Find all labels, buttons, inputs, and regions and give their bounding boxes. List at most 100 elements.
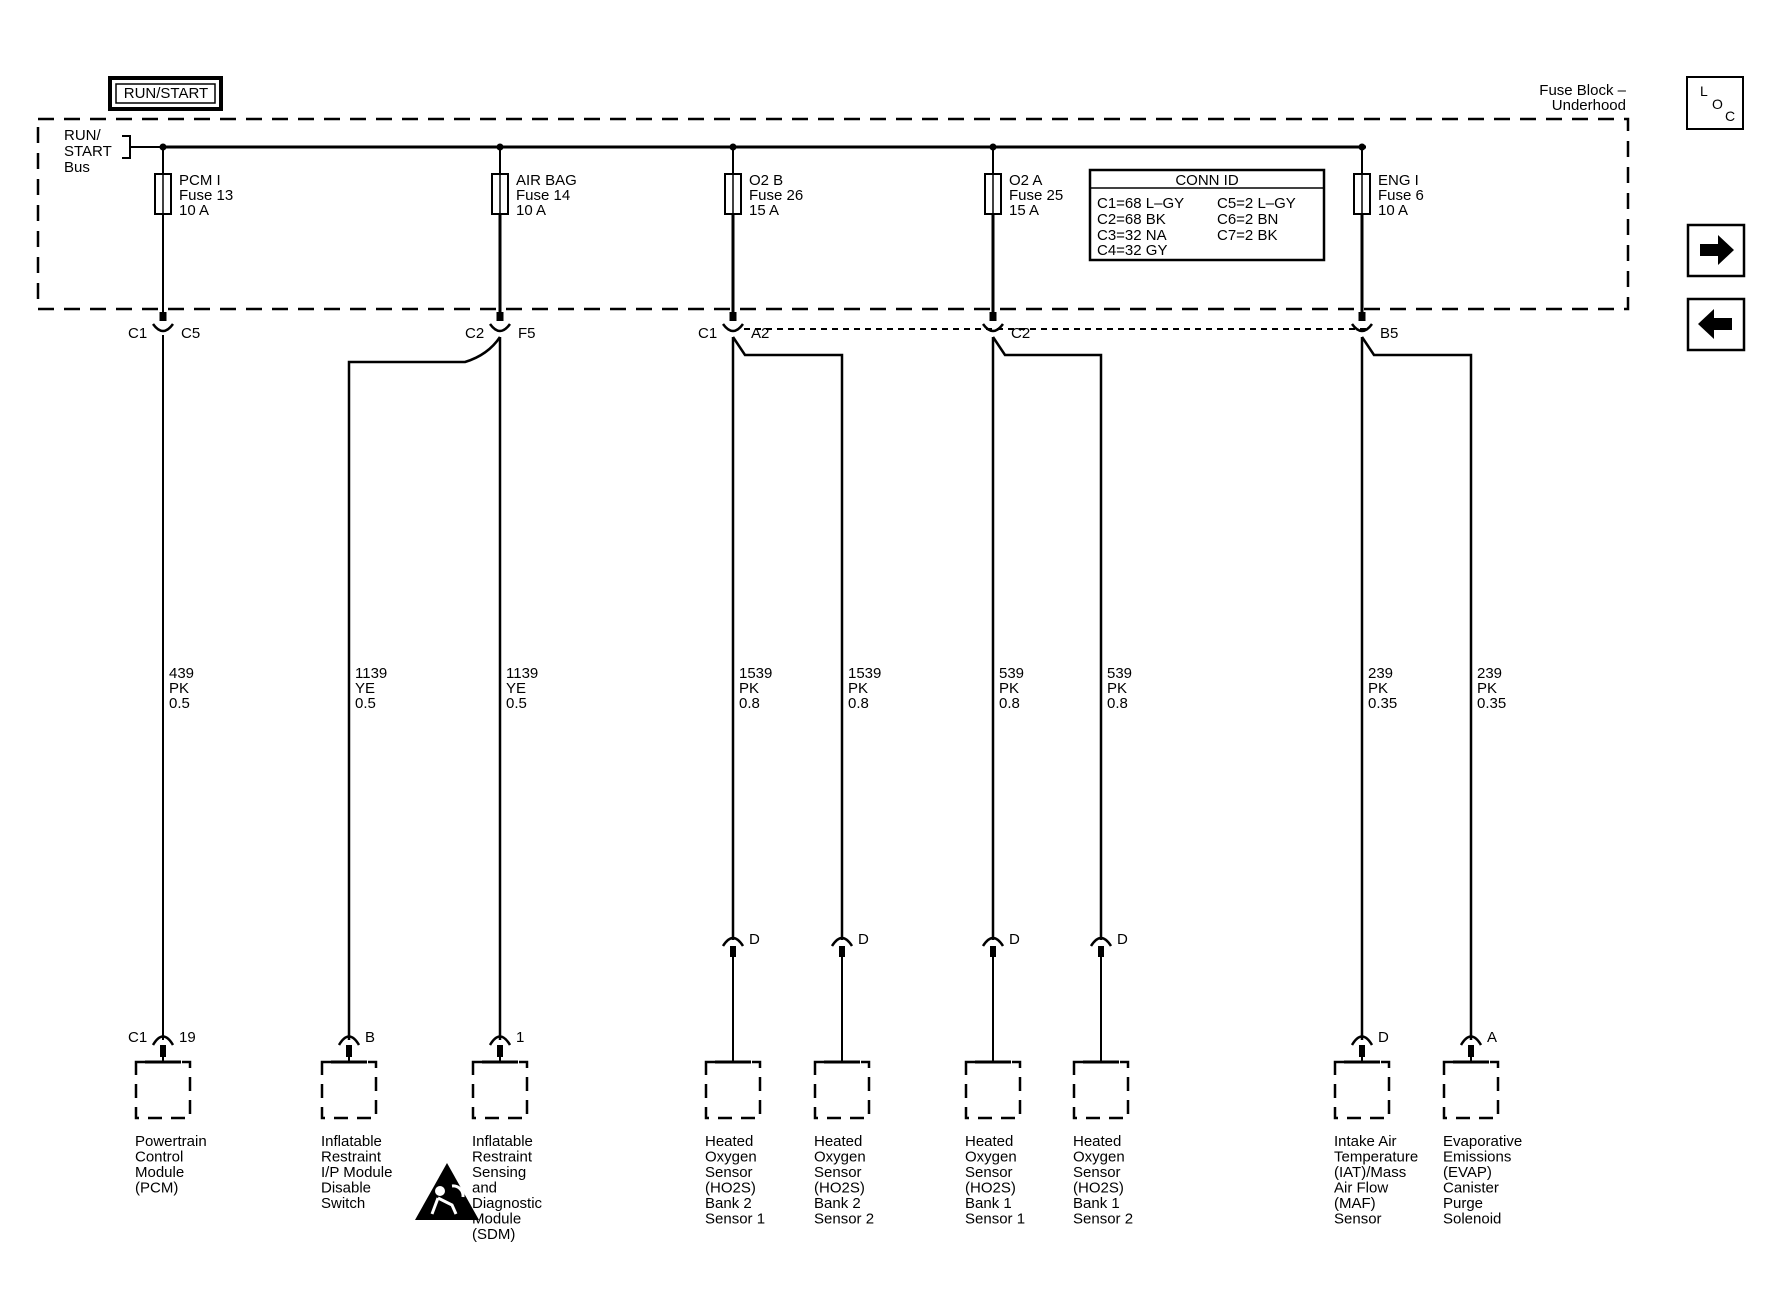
connector-label: B5 [1380,325,1398,342]
loc-icon[interactable]: L O C [1686,76,1744,130]
component-name-line: and [472,1180,497,1197]
component-name-line: Solenoid [1443,1211,1501,1228]
component-name-line: Purge [1443,1195,1483,1212]
conn-id-entry: C3=32 NA [1097,227,1167,244]
fuse-block-label-line1: Fuse Block – [1539,82,1626,99]
inline-connector-label: D [858,931,869,948]
run-start-bus-label: RUN/ START Bus [64,127,163,176]
component-name-line: Canister [1443,1180,1499,1197]
inline-connector: D [981,931,1020,1062]
component-name-line: (EVAP) [1443,1164,1492,1181]
fuse-number: Fuse 13 [179,187,233,204]
fuse-rating: 10 A [179,202,209,219]
component-name-line: Restraint [472,1149,533,1166]
inline-connector: D [1089,931,1128,1062]
fuse-name: ENG I [1378,172,1419,189]
component-name-line: Temperature [1334,1149,1418,1166]
component-name-line: Bank 1 [1073,1195,1120,1212]
fuse-rating: 15 A [1009,202,1039,219]
svg-text:O: O [1712,96,1723,112]
conn-id-table: CONN ID C1=68 L–GY C2=68 BK C3=32 NA C4=… [1088,168,1326,262]
pin-label: 1 [516,1029,524,1046]
component-name-line: Diagnostic [472,1195,543,1212]
fuse-name: O2 B [749,172,783,189]
wire-circuit-number: 239 [1368,665,1393,682]
component-name-line: (HO2S) [965,1180,1016,1197]
conn-id-entry: C6=2 BN [1217,211,1278,228]
component-name-line: Sensor [814,1164,862,1181]
fuse-block-boundary [36,117,1630,311]
connector-label: C1 [128,325,147,342]
svg-text:L: L [1700,83,1708,99]
wire-color: PK [1477,680,1497,697]
pin-label: D [1378,1029,1389,1046]
conn-id-entry: C7=2 BK [1217,227,1277,244]
inline-connector: D [721,931,760,1062]
component-name-line: Emissions [1443,1149,1511,1166]
wire-circuit-number: 439 [169,665,194,682]
conn-id-entry: C4=32 GY [1097,242,1167,259]
fuse-number: Fuse 26 [749,187,803,204]
wire-size: 0.8 [1107,695,1128,712]
component-name-line: Inflatable [472,1133,533,1150]
component-name-line: (SDM) [472,1226,515,1243]
connector-label: C5 [181,325,200,342]
conn-id-entry: C1=68 L–GY [1097,195,1184,212]
component-name-line: Bank 1 [965,1195,1012,1212]
svg-text:START: START [64,143,112,160]
wire-size: 0.35 [1477,695,1506,712]
connector-label: A2 [751,325,769,342]
fuse-block-label-line2: Underhood [1552,97,1626,114]
component-name-line: Sensor 1 [705,1211,765,1228]
conn-id-entry: C5=2 L–GY [1217,195,1296,212]
component-name-line: (PCM) [135,1180,178,1197]
component-name-line: Sensor [705,1164,753,1181]
pin-label: B [365,1029,375,1046]
svg-text:RUN/: RUN/ [64,127,101,144]
component-name-line: Bank 2 [705,1195,752,1212]
arrow-right-icon [1700,235,1734,265]
fuse-name: AIR BAG [516,172,577,189]
component-name-line: Inflatable [321,1133,382,1150]
wire [1360,336,1473,1040]
wire-color: PK [999,680,1019,697]
wire-circuit-number: 1139 [355,665,387,682]
pin-label: C1 [128,1029,147,1046]
component-name-line: Control [135,1149,183,1166]
fuse-number: Fuse 6 [1378,187,1424,204]
component-name-line: Oxygen [705,1149,757,1166]
component-name-line: Heated [965,1133,1013,1150]
component-name-line: Sensing [472,1164,526,1181]
component-name-line: Powertrain [135,1133,207,1150]
wire-size: 0.35 [1368,695,1397,712]
component-name-line: Sensor [1073,1164,1121,1181]
wire-size: 0.8 [999,695,1020,712]
component-name-line: Sensor 2 [814,1211,874,1228]
component-name-line: Heated [1073,1133,1121,1150]
fuse-rating: 10 A [1378,202,1408,219]
component: 1InflatableRestraintSensingandDiagnostic… [471,1029,543,1243]
wire-circuit-number: 539 [999,665,1024,682]
wire-size: 0.5 [506,695,527,712]
forward-button[interactable] [1686,223,1746,278]
back-button[interactable] [1686,297,1746,352]
fuse-name: O2 A [1009,172,1042,189]
component-name-line: Sensor 1 [965,1211,1025,1228]
component-name-line: Oxygen [1073,1149,1125,1166]
component-name-line: Switch [321,1195,365,1212]
